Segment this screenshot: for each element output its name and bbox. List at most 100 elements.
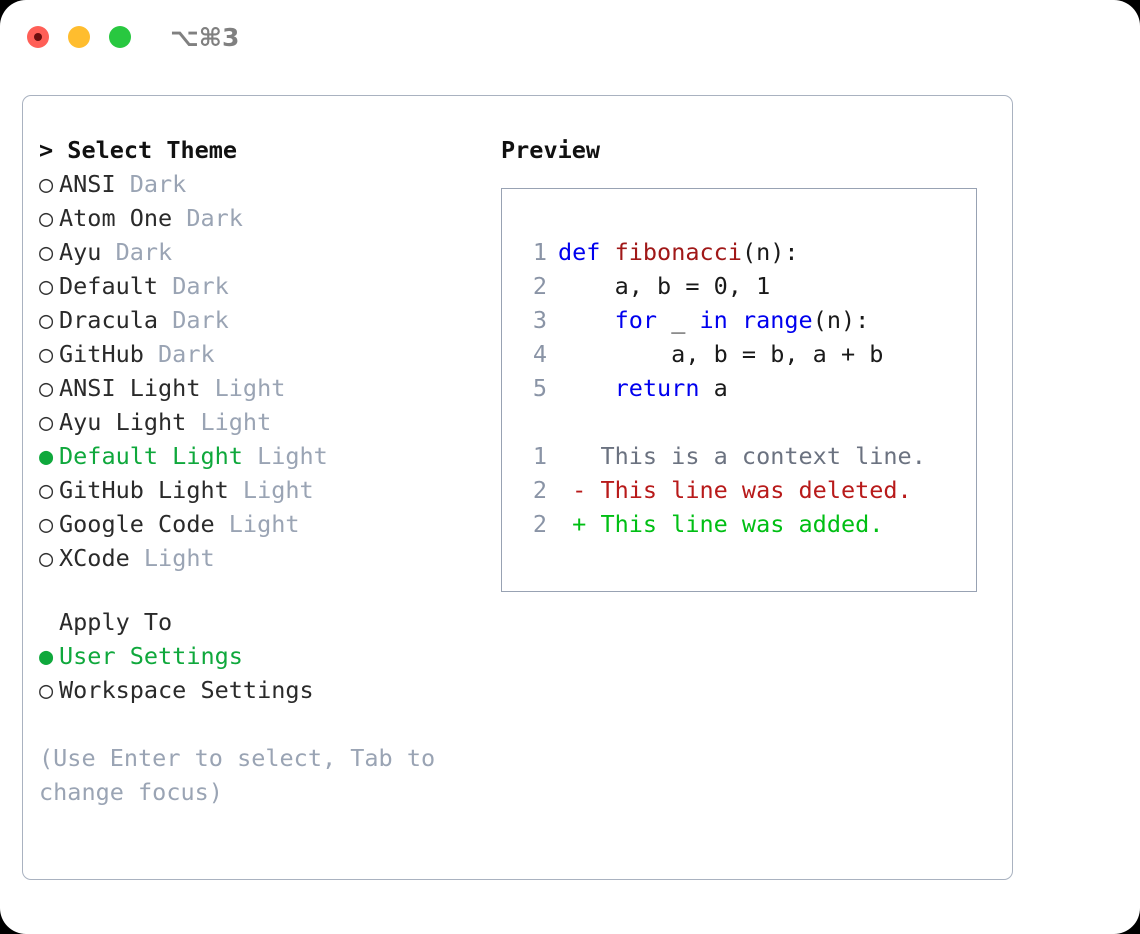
radio-unselected-icon: ○ [39,374,54,402]
code-line: 2 a, b = 0, 1 [519,269,926,303]
keyboard-shortcut-label: ⌥⌘3 [170,23,240,52]
code-token: for [614,306,658,334]
list-spacer [39,575,499,605]
radio-unselected-icon: ○ [39,340,54,368]
code-token: This is a context line. [558,442,926,470]
theme-selector-panel: > Select Theme ○ANSI Dark○Atom One Dark○… [22,95,1013,880]
code-token: a, b = b, a + b [558,340,884,368]
theme-list-item[interactable]: ○ANSI Dark [39,167,499,201]
theme-list-item[interactable]: ○GitHub Dark [39,337,499,371]
line-number: 1 [532,442,547,470]
line-number: 3 [532,306,547,334]
theme-variant-tag: Dark [158,306,229,334]
theme-variant-tag: Light [186,408,272,436]
keyboard-hint-text: (Use Enter to select, Tab to change focu… [39,744,450,806]
theme-list-item[interactable]: ○Ayu Dark [39,235,499,269]
theme-variant-tag: Dark [158,272,229,300]
line-number: 2 [532,272,547,300]
theme-list-item[interactable]: ○Atom One Dark [39,201,499,235]
code-token: + This line was added. [558,510,884,538]
theme-name-label: Atom One [59,204,173,232]
radio-unselected-icon: ○ [39,306,54,334]
code-line: 4 a, b = b, a + b [519,337,926,371]
code-token: def [558,238,601,266]
theme-list-item[interactable]: ○ANSI Light Light [39,371,499,405]
radio-unselected-icon: ○ [39,272,54,300]
theme-list-item[interactable]: ○Dracula Dark [39,303,499,337]
code-token: _ [657,306,700,334]
radio-selected-icon: ● [39,642,54,670]
theme-name-label: Dracula [59,306,159,334]
minimize-window-button[interactable] [68,26,90,48]
theme-name-label: Google Code [59,510,215,538]
code-token: fibonacci [614,238,742,266]
line-number: 2 [532,510,547,538]
theme-name-label: ANSI Light [59,374,201,402]
diff-line: 2 - This line was deleted. [519,473,926,507]
code-line: 5 return a [519,371,926,405]
traffic-lights [27,26,131,48]
theme-name-label: Ayu [59,238,102,266]
radio-unselected-icon: ○ [39,408,54,436]
code-token [600,238,614,266]
theme-name-label: GitHub Light [59,476,229,504]
select-theme-heading: > Select Theme [39,136,238,164]
apply-to-list[interactable]: ●User Settings○Workspace Settings [39,639,499,707]
code-token: in [699,306,728,334]
theme-name-label: XCode [59,544,130,572]
theme-list-item[interactable]: ○Ayu Light Light [39,405,499,439]
theme-list-item[interactable]: ○Default Dark [39,269,499,303]
theme-variant-tag: Light [228,476,314,504]
code-line: 3 for _ in range(n): [519,303,926,337]
code-token: range [741,306,813,334]
theme-list-item[interactable]: ○GitHub Light Light [39,473,499,507]
code-token: a, b = 0, 1 [558,272,771,300]
radio-unselected-icon: ○ [39,676,54,704]
theme-variant-tag: Dark [143,340,215,368]
apply-to-item[interactable]: ○Workspace Settings [39,673,499,707]
theme-list-column: > Select Theme ○ANSI Dark○Atom One Dark○… [39,133,499,809]
diff-line: 1 This is a context line. [519,439,926,473]
line-number: 5 [532,374,547,402]
title-bar: ⌥⌘3 [0,0,1140,76]
theme-variant-tag: Dark [101,238,173,266]
close-window-button[interactable] [27,26,49,48]
theme-name-label: Ayu Light [59,408,187,436]
code-token [558,306,615,334]
code-token: return [614,374,700,402]
theme-list-item[interactable]: ●Default Light Light [39,439,499,473]
theme-list[interactable]: ○ANSI Dark○Atom One Dark○Ayu Dark○Defaul… [39,167,499,575]
line-number: 2 [532,476,547,504]
apply-to-label: User Settings [59,642,243,670]
theme-variant-tag: Dark [172,204,243,232]
code-token: a [699,374,728,402]
code-token: - This line was deleted. [558,476,912,504]
apply-to-item[interactable]: ●User Settings [39,639,499,673]
radio-unselected-icon: ○ [39,238,54,266]
radio-unselected-icon: ○ [39,476,54,504]
code-blank-line [519,405,926,439]
code-token: (n): [741,238,799,266]
radio-unselected-icon: ○ [39,204,54,232]
theme-name-label: Default Light [59,442,243,470]
theme-variant-tag: Light [242,442,328,470]
theme-name-label: ANSI [59,170,116,198]
code-token [558,374,615,402]
code-token [728,306,742,334]
close-icon [34,33,42,41]
theme-variant-tag: Dark [115,170,187,198]
theme-variant-tag: Light [214,510,300,538]
theme-list-item[interactable]: ○XCode Light [39,541,499,575]
radio-unselected-icon: ○ [39,170,54,198]
code-token: (n): [812,306,870,334]
theme-list-item[interactable]: ○Google Code Light [39,507,499,541]
hint-spacer [39,707,499,741]
line-number: 4 [532,340,547,368]
theme-variant-tag: Light [129,544,215,572]
maximize-window-button[interactable] [109,26,131,48]
radio-unselected-icon: ○ [39,510,54,538]
